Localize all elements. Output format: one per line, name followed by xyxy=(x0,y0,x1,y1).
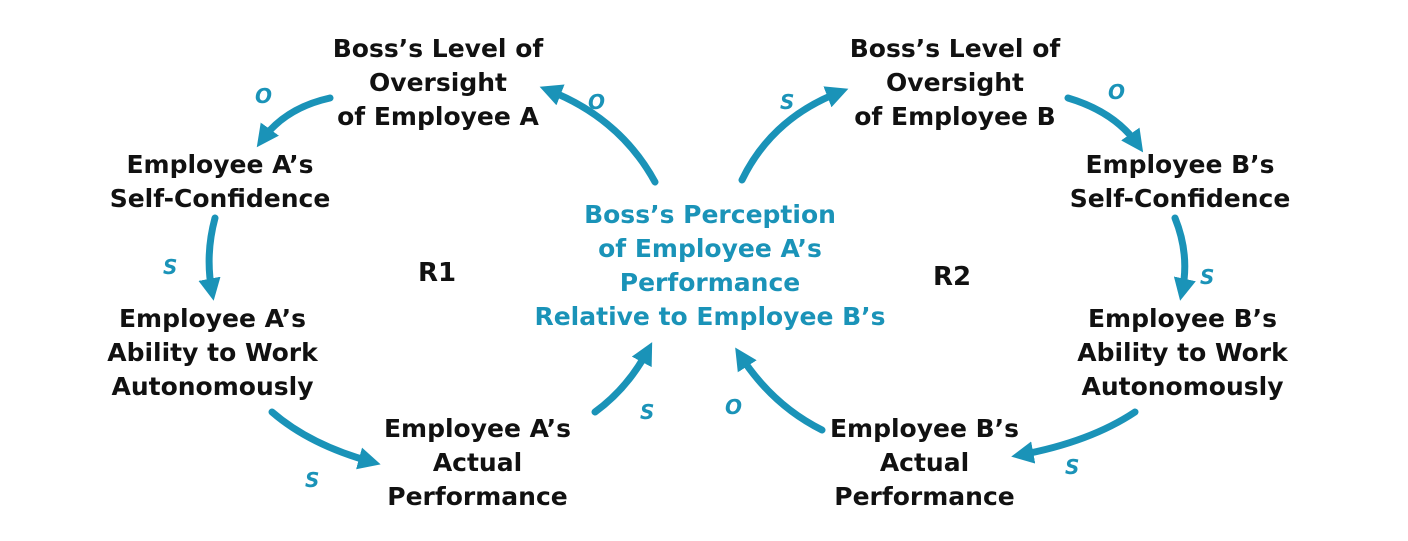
polarity-performance-b-perception: O xyxy=(725,395,743,419)
node-line: of Employee A’s xyxy=(598,234,822,263)
node-line: Autonomously xyxy=(111,372,314,401)
node-line: Oversight xyxy=(369,68,507,97)
node-line: Ability to Work xyxy=(1077,338,1288,367)
node-line: Actual xyxy=(432,448,523,477)
node-line: Employee A’s xyxy=(383,414,572,443)
node-line: Employee A’s xyxy=(126,150,314,179)
arrow-confidence-b-to-autonomy-b xyxy=(1171,214,1196,301)
arrow-performance-a-to-perception xyxy=(591,342,653,416)
arrow-performance-b-to-perception xyxy=(735,347,826,434)
node-oversight-b: Boss’s Level of Oversight of Employee B xyxy=(835,32,1075,134)
polarity-performance-a-perception: S xyxy=(640,400,655,424)
node-line: Ability to Work xyxy=(107,338,318,367)
arrow-confidence-a-to-autonomy-a xyxy=(198,214,221,301)
node-perception: Boss’s Perception of Employee A’s Perfor… xyxy=(520,198,900,334)
arrow-perception-to-oversight-a xyxy=(539,84,659,186)
node-line: Boss’s Level of xyxy=(332,34,544,63)
arrow-oversight-a-to-confidence-a xyxy=(256,94,334,148)
arrow-perception-to-oversight-b xyxy=(738,86,849,184)
loop-label-r2: R2 xyxy=(933,262,972,292)
node-line: Performance xyxy=(387,482,568,511)
node-line: Relative to Employee B’s xyxy=(534,302,886,331)
node-line: Employee B’s xyxy=(1087,304,1278,333)
polarity-confidence-a-autonomy-a: S xyxy=(163,255,178,279)
node-line: Boss’s Perception xyxy=(584,200,836,229)
node-line: of Employee A xyxy=(337,102,539,131)
node-line: Self-Confidence xyxy=(1069,184,1291,213)
node-line: Oversight xyxy=(886,68,1024,97)
node-line: Employee A’s xyxy=(118,304,307,333)
node-line: Employee B’s xyxy=(1085,150,1275,179)
node-line: Self-Confidence xyxy=(109,184,331,213)
polarity-autonomy-a-performance-a: S xyxy=(305,468,320,492)
node-line: Performance xyxy=(834,482,1015,511)
polarity-autonomy-b-performance-b: S xyxy=(1065,455,1080,479)
node-performance-a: Employee A’s Actual Performance xyxy=(365,412,590,514)
node-line: of Employee B xyxy=(854,102,1056,131)
loop-label-r1: R1 xyxy=(418,258,457,288)
node-line: Employee B’s xyxy=(829,414,1020,443)
polarity-oversight-b-confidence-b: O xyxy=(1108,80,1126,104)
node-autonomy-a: Employee A’s Ability to Work Autonomousl… xyxy=(95,302,330,404)
polarity-confidence-b-autonomy-b: S xyxy=(1200,265,1215,289)
node-line: Actual xyxy=(879,448,970,477)
node-confidence-b: Employee B’s Self-Confidence xyxy=(1055,148,1305,216)
node-autonomy-b: Employee B’s Ability to Work Autonomousl… xyxy=(1065,302,1300,404)
polarity-perception-oversight-b: S xyxy=(780,90,795,114)
polarity-oversight-a-confidence-a: O xyxy=(255,84,273,108)
arrow-autonomy-a-to-performance-a xyxy=(268,408,381,470)
node-confidence-a: Employee A’s Self-Confidence xyxy=(95,148,345,216)
arrow-autonomy-b-to-performance-b xyxy=(1011,408,1139,464)
arrow-oversight-b-to-confidence-b xyxy=(1064,94,1144,153)
node-line: Boss’s Level of xyxy=(849,34,1061,63)
polarity-perception-oversight-a: O xyxy=(588,90,606,114)
node-line: Performance xyxy=(619,268,801,297)
node-oversight-a: Boss’s Level of Oversight of Employee A xyxy=(318,32,558,134)
node-line: Autonomously xyxy=(1081,372,1284,401)
node-performance-b: Employee B’s Actual Performance xyxy=(812,412,1037,514)
